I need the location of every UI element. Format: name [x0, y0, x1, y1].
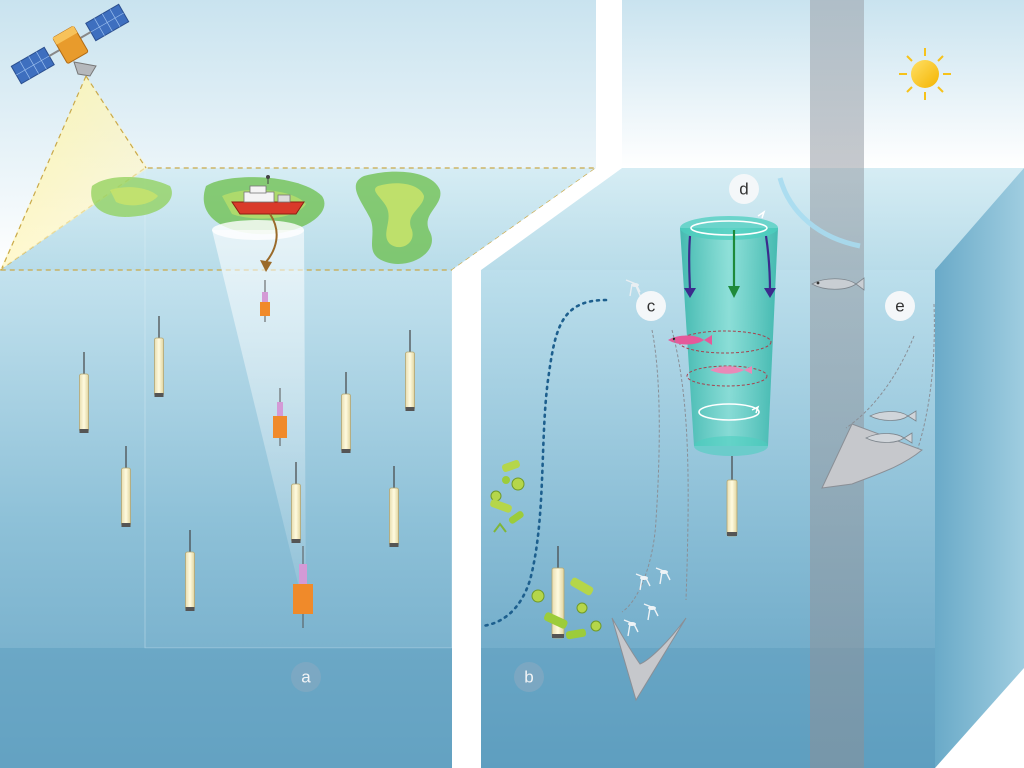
ship-icon [231, 175, 305, 215]
phytoplankton-icon [531, 577, 602, 640]
satellite-sensor [73, 61, 97, 77]
water-column [678, 210, 778, 456]
float-array [79, 316, 415, 611]
float-icon [405, 330, 415, 411]
float-icon [154, 316, 164, 397]
profile-path [480, 298, 608, 628]
cast-cone [212, 230, 306, 616]
float-icon [121, 446, 131, 527]
fish-icon [869, 410, 917, 422]
fish-icon [865, 432, 913, 444]
beam-edge-2 [85, 75, 147, 169]
float-icon [293, 546, 313, 628]
label-d-text: d [739, 180, 748, 199]
water-side-right [935, 168, 1024, 768]
panel-label-d: d [729, 174, 759, 204]
float-icon [726, 456, 738, 537]
panel-label-a: a [291, 662, 321, 692]
light-arc [777, 177, 861, 249]
label-b-text: b [524, 668, 533, 687]
panel-label-e: e [885, 291, 915, 321]
deploy-arrow [265, 213, 278, 263]
night-band [810, 0, 864, 768]
bottom-band-right [481, 648, 935, 768]
panel-label-b: b [514, 662, 544, 692]
float-icon [273, 388, 287, 446]
float-icon [341, 372, 351, 453]
fish-icon [811, 277, 865, 291]
deploy-arrowhead [260, 260, 272, 272]
panel-divider [452, 0, 622, 768]
sun-icon [899, 48, 951, 100]
panel-label-c: c [636, 291, 666, 321]
net-line-c2 [671, 329, 689, 601]
net-icon [611, 617, 687, 702]
net-line-c [621, 329, 660, 613]
net-line-e [917, 303, 935, 449]
panel-left: a [0, 0, 599, 768]
phytoplankton-icon [490, 460, 525, 533]
float-icon [291, 462, 301, 543]
net-line-e2 [845, 335, 915, 429]
satellite-icon [10, 3, 130, 85]
net-icon [821, 423, 923, 489]
label-e-text: e [895, 297, 904, 316]
zooplankton-icon [623, 567, 671, 637]
satellite-beam [0, 76, 148, 270]
panel-right: b c d e [480, 0, 1024, 768]
float-icon [185, 530, 195, 611]
float-icon [79, 352, 89, 433]
fish-icon [710, 366, 752, 374]
label-a-text: a [301, 668, 311, 687]
float-icon [260, 280, 270, 322]
bottom-band-left [0, 648, 452, 768]
beam-edge-1 [1, 75, 87, 269]
float-icon [389, 466, 399, 547]
label-c-text: c [647, 297, 656, 316]
fish-icon [668, 335, 712, 345]
